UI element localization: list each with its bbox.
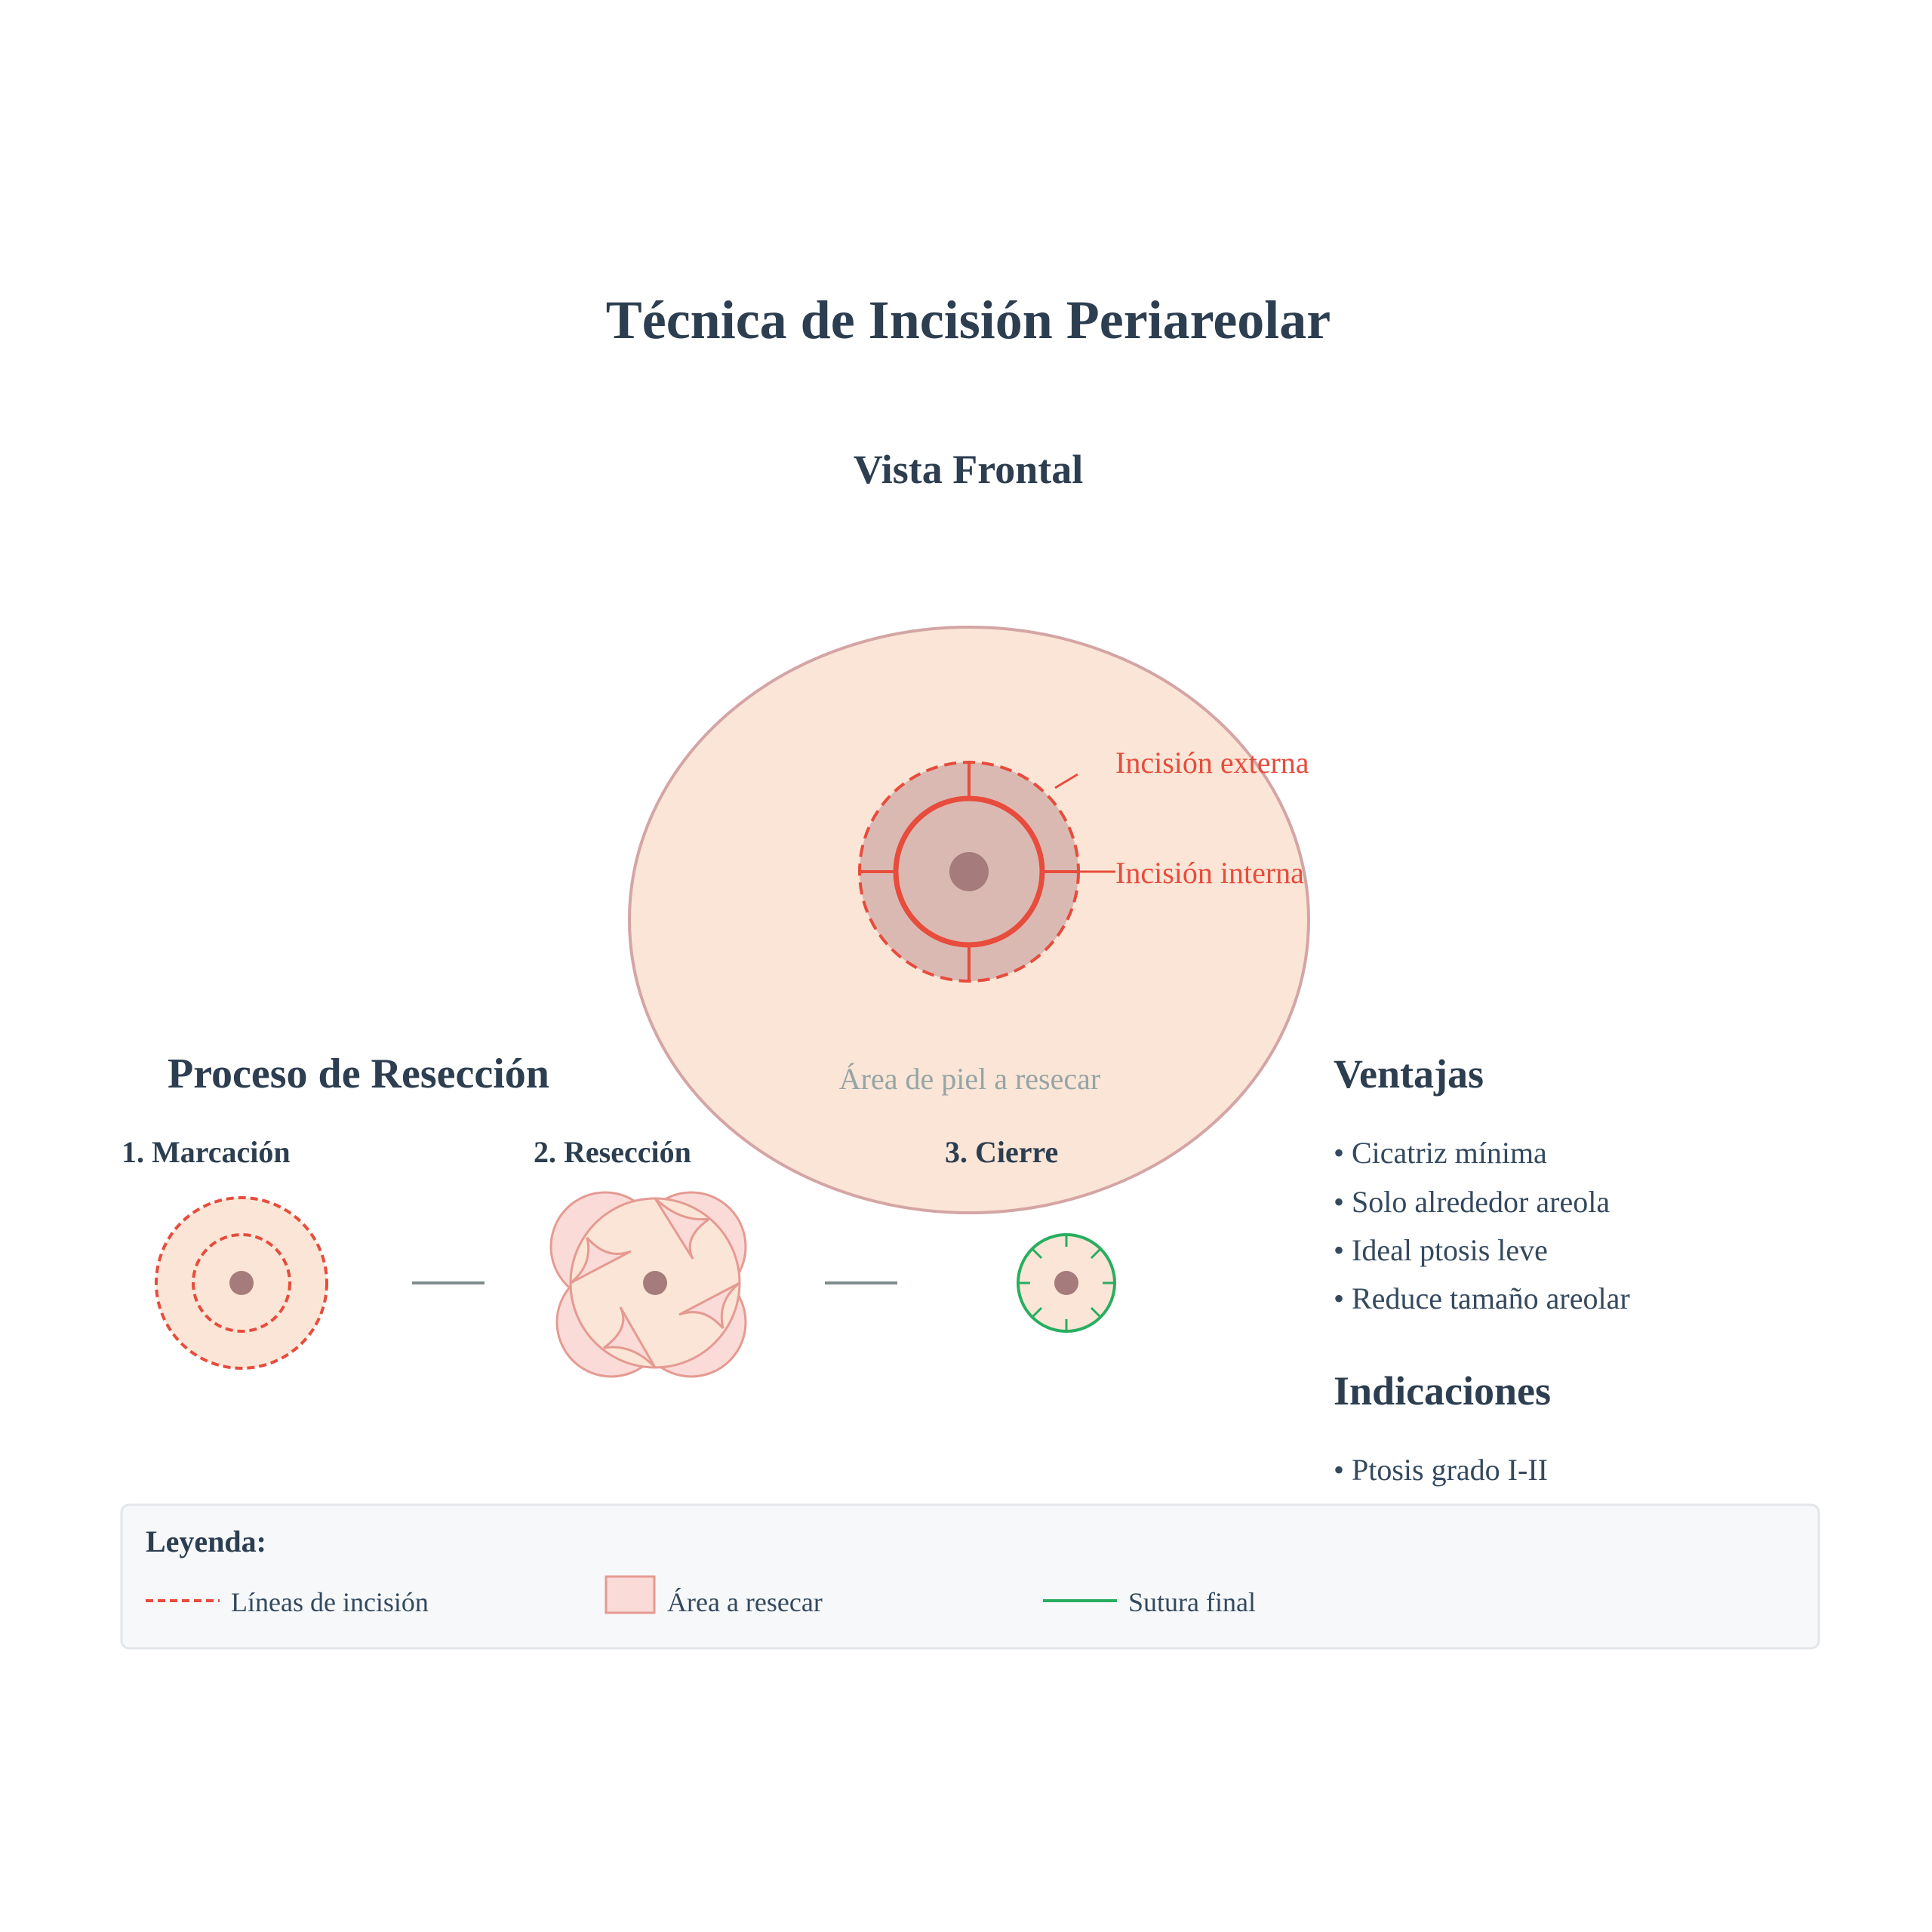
resect-area-label: Área de piel a resecar [839, 1062, 1100, 1096]
indication-item: • Ptosis grado I-II [1334, 1453, 1548, 1487]
nipple [643, 1271, 667, 1295]
nipple [229, 1271, 254, 1295]
page-title: Técnica de Incisión Periareolar [606, 290, 1331, 350]
advantage-item: • Solo alrededor areola [1334, 1185, 1610, 1219]
step-3-closure-diagram [1017, 1233, 1116, 1333]
legend-label-area: Área a resecar [667, 1587, 823, 1617]
process-heading: Proceso de Resección [168, 1051, 549, 1097]
step-3-label: 3. Cierre [945, 1135, 1058, 1169]
nipple [949, 852, 989, 891]
step-2-resection-diagram [549, 1191, 747, 1378]
legend-label-incision: Líneas de incisión [231, 1587, 429, 1617]
resection-process: Proceso de Resección 1. Marcación 2. Res… [122, 1051, 1116, 1378]
step-1-label: 1. Marcación [122, 1135, 291, 1169]
resect-area-swatch [605, 1575, 656, 1614]
frontal-view: Vista Frontal Incisión externa Incisión … [628, 447, 1310, 1214]
advantages-heading: Ventajas [1334, 1051, 1484, 1097]
indications-heading: Indicaciones [1334, 1368, 1551, 1414]
advantage-item: • Ideal ptosis leve [1334, 1233, 1548, 1267]
step-2-label: 2. Resección [534, 1135, 691, 1169]
incision-markers [860, 762, 1078, 981]
legend: Leyenda: Líneas de incisión Área a resec… [120, 1503, 1820, 1650]
nipple [1054, 1271, 1078, 1295]
frontal-heading: Vista Frontal [854, 447, 1084, 492]
step-1-marking-diagram [155, 1196, 328, 1370]
advantage-item: • Cicatriz mínima [1334, 1136, 1547, 1170]
advantage-item: • Reduce tamaño areolar [1334, 1281, 1630, 1315]
legend-label-suture: Sutura final [1128, 1587, 1256, 1617]
advantages-panel: Ventajas • Cicatriz mínima • Solo alrede… [1334, 1051, 1630, 1315]
inner-incision-label: Incisión interna [1115, 856, 1304, 890]
outer-incision-leader [1054, 773, 1078, 789]
outer-incision-label: Incisión externa [1115, 746, 1309, 780]
legend-heading: Leyenda: [146, 1524, 266, 1558]
legend-box [120, 1503, 1820, 1650]
indications-panel: Indicaciones • Ptosis grado I-II [1334, 1368, 1551, 1487]
